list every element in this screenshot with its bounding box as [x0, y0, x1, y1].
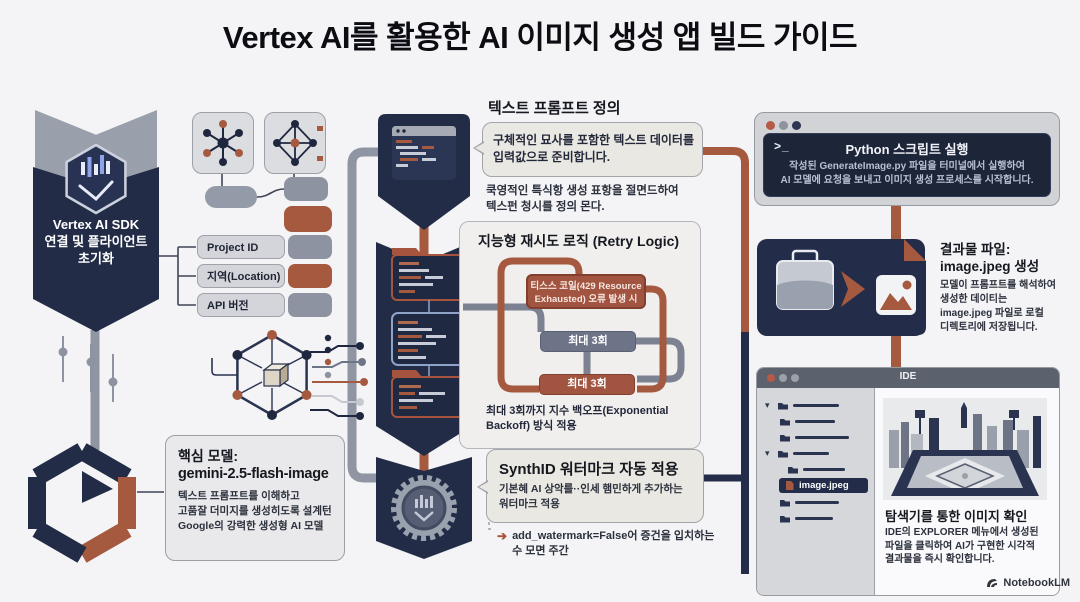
prompt-note: 쿡영적인 특식항 생성 표항을 절면드하여 텍스펀 청시를 정의 몬다.: [486, 185, 679, 213]
vertex-ai-logo-icon: [65, 143, 127, 215]
window-close-button: [766, 121, 775, 130]
prompt-speech-bubble: 구체적인 묘사를 포함한 텍스트 데이터를 입력값으로 준비합니다.: [473, 122, 703, 177]
model-card-description: 텍스트 프롬프트를 이해하고 고품잘 더미지를 생성히도록 설계턴 Google…: [178, 490, 332, 532]
retry-attempt-box-red: 최대 3회: [539, 374, 635, 395]
tree-row: ▾: [765, 397, 868, 413]
config-pill-location-tail: [288, 264, 332, 288]
prompt-section-title: 텍스트 프롬프트 정의: [488, 100, 621, 117]
config-tail-gray: [284, 177, 328, 201]
ide-preview-pane: 탐색기를 통한 이미지 확인 IDE의 EXPLORER 메뉴에서 생성된 파일…: [875, 388, 1059, 595]
arrow-icon: ➔: [497, 529, 508, 543]
window-maximize-button: [791, 374, 799, 382]
retry-note: 최대 3회까지 지수 백오프(Exponential Backoff) 방식 적…: [486, 405, 669, 432]
retry-section-title: 지능형 재시도 로직 (Retry Logic): [478, 233, 680, 249]
folder-icon: [778, 402, 788, 409]
core-model-card: 핵심 모델: gemini-2.5-flash-image 텍스트 프롬프트를 …: [165, 435, 345, 561]
page-title: Vertex AI를 활용한 AI 이미지 생성 앱 빌드 가이드: [222, 20, 858, 55]
retry-logic-panel: 지능형 재시도 로직 (Retry Logic) 티스스 코일(429 Reso…: [459, 221, 701, 449]
caret-down-icon: ▾: [765, 447, 770, 458]
radial-network-icon: [203, 120, 243, 166]
bubble-tail: [473, 141, 484, 155]
synthid-title: SynthID 워터마크 자동 적용: [499, 461, 679, 478]
folder-icon: [780, 515, 790, 522]
model-name: gemini-2.5-flash-image: [178, 466, 329, 482]
folder-icon: [780, 418, 790, 425]
ide-file-tree: ▾ ▾ image.jpeg: [757, 388, 875, 595]
tree-row-image-jpeg: image.jpeg: [779, 478, 868, 493]
stadium-image: [883, 398, 1047, 500]
terminal-title: Python 스크립트 실행: [845, 142, 969, 157]
config-pill-location: 지역(Location): [197, 264, 285, 288]
molecule-hexagon-icon: [211, 330, 368, 420]
sdk-banner-label: Vertex AI SDK 연결 및 플라이언트 초기화: [44, 217, 148, 266]
explorer-section-title: 탐색기를 통한 이미지 확인: [885, 509, 1028, 524]
terminal-description: 작성된 GenerateImage.py 파일을 터미널에서 실행하여 AI 모…: [780, 161, 1034, 186]
ide-window-title: IDE: [899, 371, 917, 382]
window-minimize-button: [779, 121, 788, 130]
model-card-title: 핵심 모델:: [178, 448, 239, 464]
explorer-section-body: IDE의 EXPLORER 메뉴에서 생성된 파일을 클릭하여 AI가 구현한 …: [885, 527, 1039, 565]
terminal-prompt-icon: >_: [774, 139, 790, 153]
tree-row: [765, 461, 868, 477]
code-card2-lines: [398, 321, 446, 359]
camera-aperture-icon: [28, 443, 136, 563]
window-close-button: [767, 374, 775, 382]
terminal-screen: >_ Python 스크립트 실행 작성된 GenerateImage.py 파…: [763, 133, 1051, 197]
folder-icon: [780, 499, 790, 506]
code-card1-lines: [399, 262, 443, 293]
config-pill-project-id: Project ID: [197, 235, 285, 259]
code-blocks-banner: [376, 242, 472, 456]
config-pill-api-version: API 버전: [197, 293, 285, 317]
folder-icon: [788, 466, 798, 473]
tree-row: [765, 429, 868, 445]
folder-icon: [778, 450, 788, 457]
config-pill-api-version-tail: [288, 293, 332, 317]
watermark-glyph: [415, 495, 433, 508]
code-card3-lines: [399, 385, 445, 409]
ide-titlebar: IDE: [757, 368, 1059, 388]
bubble-tail: [477, 480, 488, 494]
folder-icon: [780, 434, 790, 441]
synthid-bubble: SynthID 워터마크 자동 적용 기본혜 AI 상악를··인세 햄민하게 추…: [477, 449, 704, 523]
synthid-description: 기본혜 AI 상악를··인세 햄민하게 추가하는 워터마크 적용: [499, 483, 683, 510]
tree-row: ▾: [765, 445, 868, 461]
output-file-text: 결과물 파일: image.jpeg 생성 모델이 프롬프트를 해석하여 생성한…: [940, 242, 1056, 333]
synthid-note: ➔ add_watermark=False어 증건을 입치하는 수 모면 주간: [497, 529, 715, 557]
brand-watermark: NotebookLM: [930, 576, 1070, 590]
terminal-window: >_ Python 스크립트 실행 작성된 GenerateImage.py 파…: [754, 112, 1060, 206]
synthid-badge-banner: [376, 457, 472, 559]
connector-pill: [205, 186, 257, 208]
funnel-arrow-icon: [841, 271, 865, 307]
window-minimize-button: [779, 374, 787, 382]
tree-row: [765, 413, 868, 429]
retry-attempt-box-gray: 최대 3회: [540, 331, 636, 352]
image-file-icon: [868, 239, 926, 335]
slider-decoration-icons: [58, 336, 118, 402]
ide-window: IDE ▾ ▾ image.jpeg: [756, 367, 1060, 596]
tree-row: [765, 510, 868, 526]
code-lines: [396, 140, 436, 167]
network-node-card: [192, 112, 254, 174]
code-window-banner: [378, 114, 470, 230]
notebooklm-logo-icon: [987, 579, 998, 587]
graph-network-icon: [273, 120, 323, 166]
config-tail-red: [284, 206, 332, 232]
graph-node-card: [264, 112, 326, 174]
floodlights: [915, 410, 1019, 434]
retry-error-box: 티스스 코일(429 Resource Exhausted) 오류 발생 시: [526, 274, 646, 309]
tree-row: [765, 494, 868, 510]
config-pill-project-id-tail: [288, 235, 332, 259]
folder-icon: [776, 249, 865, 310]
window-maximize-button: [792, 121, 801, 130]
file-icon: [786, 481, 794, 490]
caret-down-icon: ▾: [765, 399, 770, 410]
